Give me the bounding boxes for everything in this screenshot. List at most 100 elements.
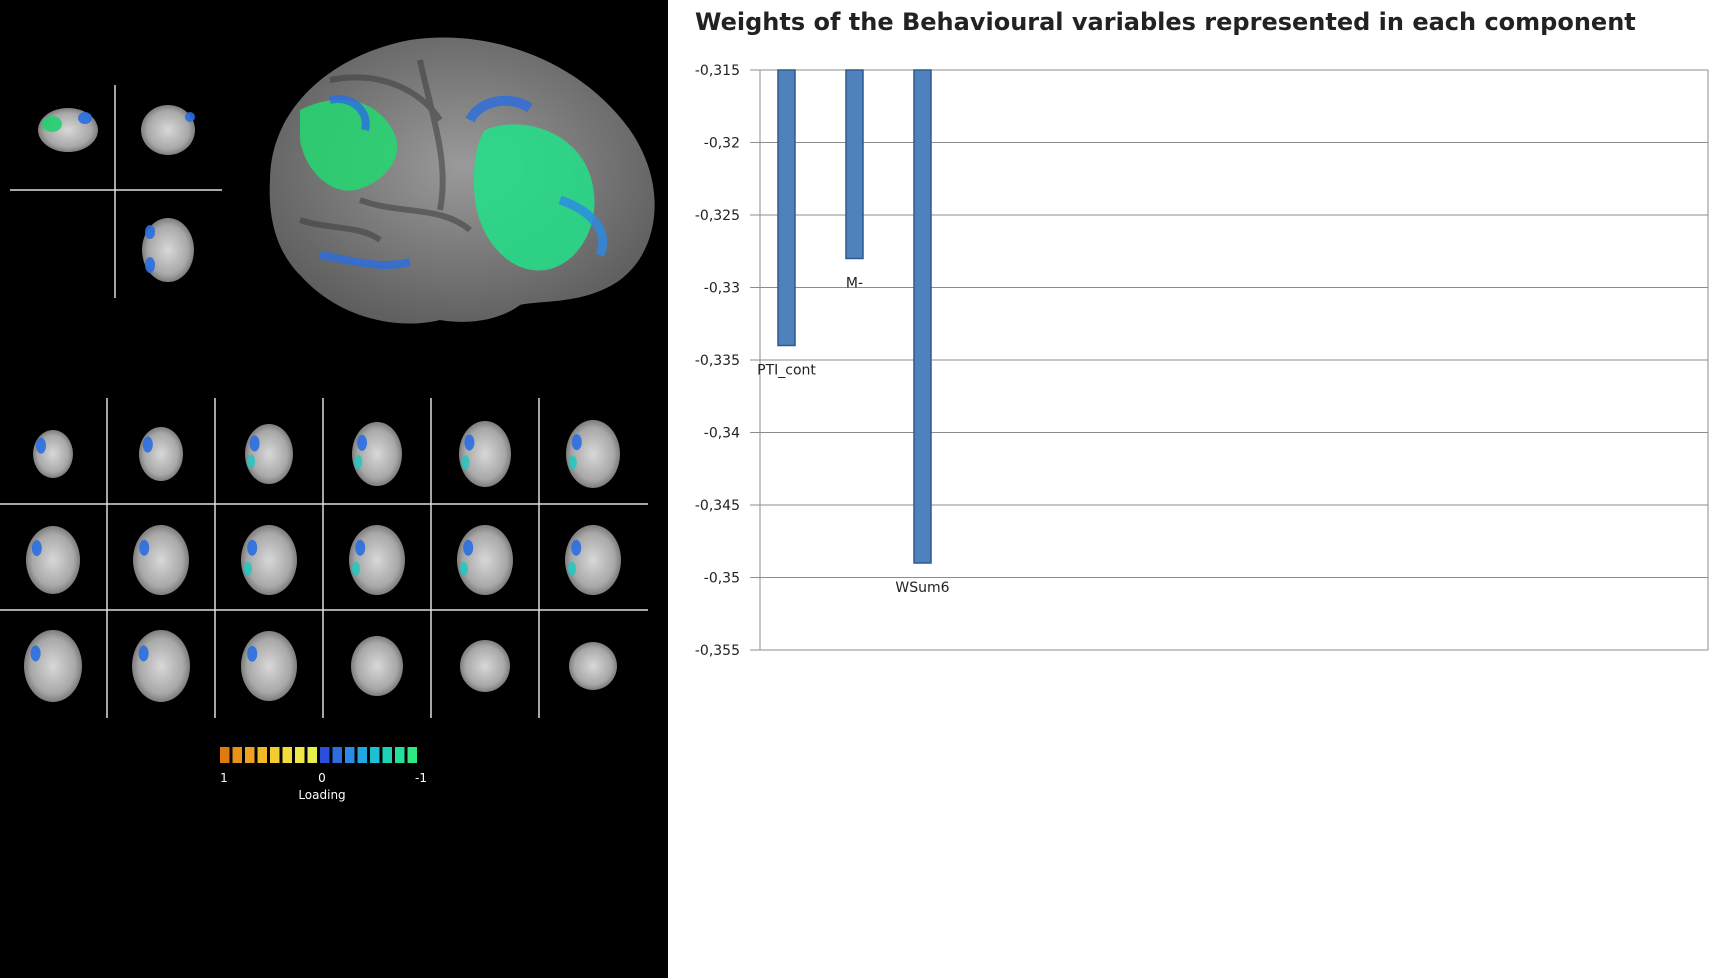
axis-layer: -0,315 -0,32 -0,325 -0,33 -0,335 -0,34 -0,345 -… bbox=[695, 63, 1709, 659]
colorbar-cell bbox=[407, 747, 417, 763]
category-label: PTI_cont bbox=[757, 363, 816, 379]
colorbar-cell bbox=[395, 747, 405, 763]
bar-chart: -0,315 -0,32 -0,325 -0,33 -0,335 -0,34 -0,345 -… bbox=[695, 63, 1709, 659]
bar-pti-cont bbox=[777, 69, 796, 347]
activation-blob bbox=[568, 455, 577, 470]
brain-slice bbox=[33, 430, 73, 478]
activation-blob bbox=[460, 561, 468, 576]
brain-slice bbox=[351, 636, 403, 696]
y-tick-label: -0,35 bbox=[704, 571, 740, 587]
activation-blob bbox=[249, 435, 260, 452]
category-label: WSum6 bbox=[895, 580, 949, 596]
activation-blob bbox=[568, 561, 576, 576]
brain-slice bbox=[352, 422, 402, 486]
activation-blob bbox=[464, 434, 475, 451]
activation-region bbox=[558, 195, 608, 257]
sulci-lines bbox=[299, 59, 472, 243]
activation-blob bbox=[354, 455, 363, 469]
mosaic-grid-lines bbox=[0, 398, 648, 718]
colorbar-cell bbox=[345, 747, 355, 763]
activation-blob bbox=[571, 434, 582, 451]
colorbar-cell bbox=[307, 747, 317, 763]
activation-blob bbox=[139, 539, 150, 556]
activation-blob bbox=[42, 116, 62, 132]
colorbar-cell bbox=[270, 747, 280, 763]
brain-slice bbox=[566, 420, 620, 488]
activation-blob bbox=[247, 645, 258, 662]
activation-region bbox=[329, 95, 370, 131]
y-tick-label: -0,315 bbox=[695, 63, 740, 79]
brain-imaging-figure: 1 0 -1 Loading bbox=[0, 37, 655, 802]
brain-slice bbox=[565, 525, 621, 595]
orthogonal-views bbox=[10, 85, 222, 298]
activation-region bbox=[473, 124, 595, 271]
activation-blob bbox=[355, 539, 366, 556]
colorbar-cell bbox=[357, 747, 367, 763]
grid-layer bbox=[750, 69, 1708, 651]
activation-blob bbox=[244, 561, 252, 576]
activation-blob bbox=[461, 455, 470, 470]
activation-blob bbox=[78, 112, 92, 124]
colorbar-cell bbox=[320, 747, 330, 763]
brain-slice bbox=[26, 526, 80, 594]
y-tick-label: -0,32 bbox=[704, 136, 740, 152]
activation-region bbox=[465, 95, 533, 123]
category-label: M- bbox=[846, 276, 863, 292]
brain-slice bbox=[349, 525, 405, 595]
coronal-slice bbox=[141, 105, 195, 155]
activation-blob bbox=[571, 539, 582, 556]
activation-blob bbox=[247, 454, 255, 469]
axial-slice-mosaic bbox=[0, 398, 648, 718]
colorbar-cell bbox=[220, 747, 230, 763]
mosaic-slices bbox=[24, 420, 621, 702]
brain-slice bbox=[133, 525, 189, 595]
activation-region bbox=[300, 99, 398, 191]
activation-blob bbox=[185, 112, 195, 122]
surface-brain-render bbox=[269, 37, 655, 324]
colorbar-cell bbox=[257, 747, 267, 763]
brain-slice bbox=[460, 640, 510, 692]
activation-blob bbox=[138, 645, 149, 662]
bar-wsum6 bbox=[913, 69, 932, 564]
colorbar-cell bbox=[245, 747, 255, 763]
activation-blob bbox=[463, 539, 474, 556]
label-layer: PTI_cont M- WSum6 bbox=[757, 276, 950, 597]
loading-colorbar: 1 0 -1 Loading bbox=[220, 747, 427, 802]
activation-blob bbox=[30, 645, 41, 662]
colorbar-cell bbox=[370, 747, 380, 763]
brain-slice bbox=[139, 427, 183, 481]
y-tick-label: -0,335 bbox=[695, 353, 740, 369]
colorbar-cell bbox=[382, 747, 392, 763]
activation-blob bbox=[36, 437, 46, 454]
y-tick-label: -0,325 bbox=[695, 208, 740, 224]
y-tick-label: -0,345 bbox=[695, 498, 740, 514]
activation-region bbox=[319, 251, 412, 269]
brain-slice bbox=[24, 630, 82, 702]
brain-slice bbox=[459, 421, 511, 487]
chart-title: Weights of the Behavioural variables rep… bbox=[695, 8, 1636, 36]
brain-slice bbox=[457, 525, 513, 595]
brain-slice bbox=[245, 424, 293, 484]
activation-blob bbox=[145, 225, 155, 239]
y-tick-label: -0,33 bbox=[704, 281, 740, 297]
brain-slice bbox=[241, 525, 297, 595]
colorbar-cell bbox=[332, 747, 342, 763]
y-tick-label: -0,355 bbox=[695, 643, 740, 659]
colorbar-cells bbox=[220, 747, 417, 763]
brain-imaging-panel: 1 0 -1 Loading bbox=[0, 0, 668, 978]
activation-blob bbox=[352, 561, 360, 576]
colorbar-tick-label: -1 bbox=[415, 771, 427, 785]
activation-blob bbox=[142, 436, 153, 453]
y-tick-label: -0,34 bbox=[704, 426, 740, 442]
activation-blob bbox=[31, 540, 42, 557]
colorbar-label: Loading bbox=[298, 788, 345, 802]
brain-slice bbox=[241, 631, 297, 701]
colorbar-cell bbox=[232, 747, 242, 763]
bar-chart-panel: Weights of the Behavioural variables rep… bbox=[668, 0, 1713, 978]
bar-m- bbox=[845, 69, 864, 260]
colorbar-cell bbox=[282, 747, 292, 763]
activation-blob bbox=[247, 539, 258, 556]
brain-slice bbox=[569, 642, 617, 690]
axial-slice bbox=[142, 218, 194, 282]
colorbar-cell bbox=[295, 747, 305, 763]
